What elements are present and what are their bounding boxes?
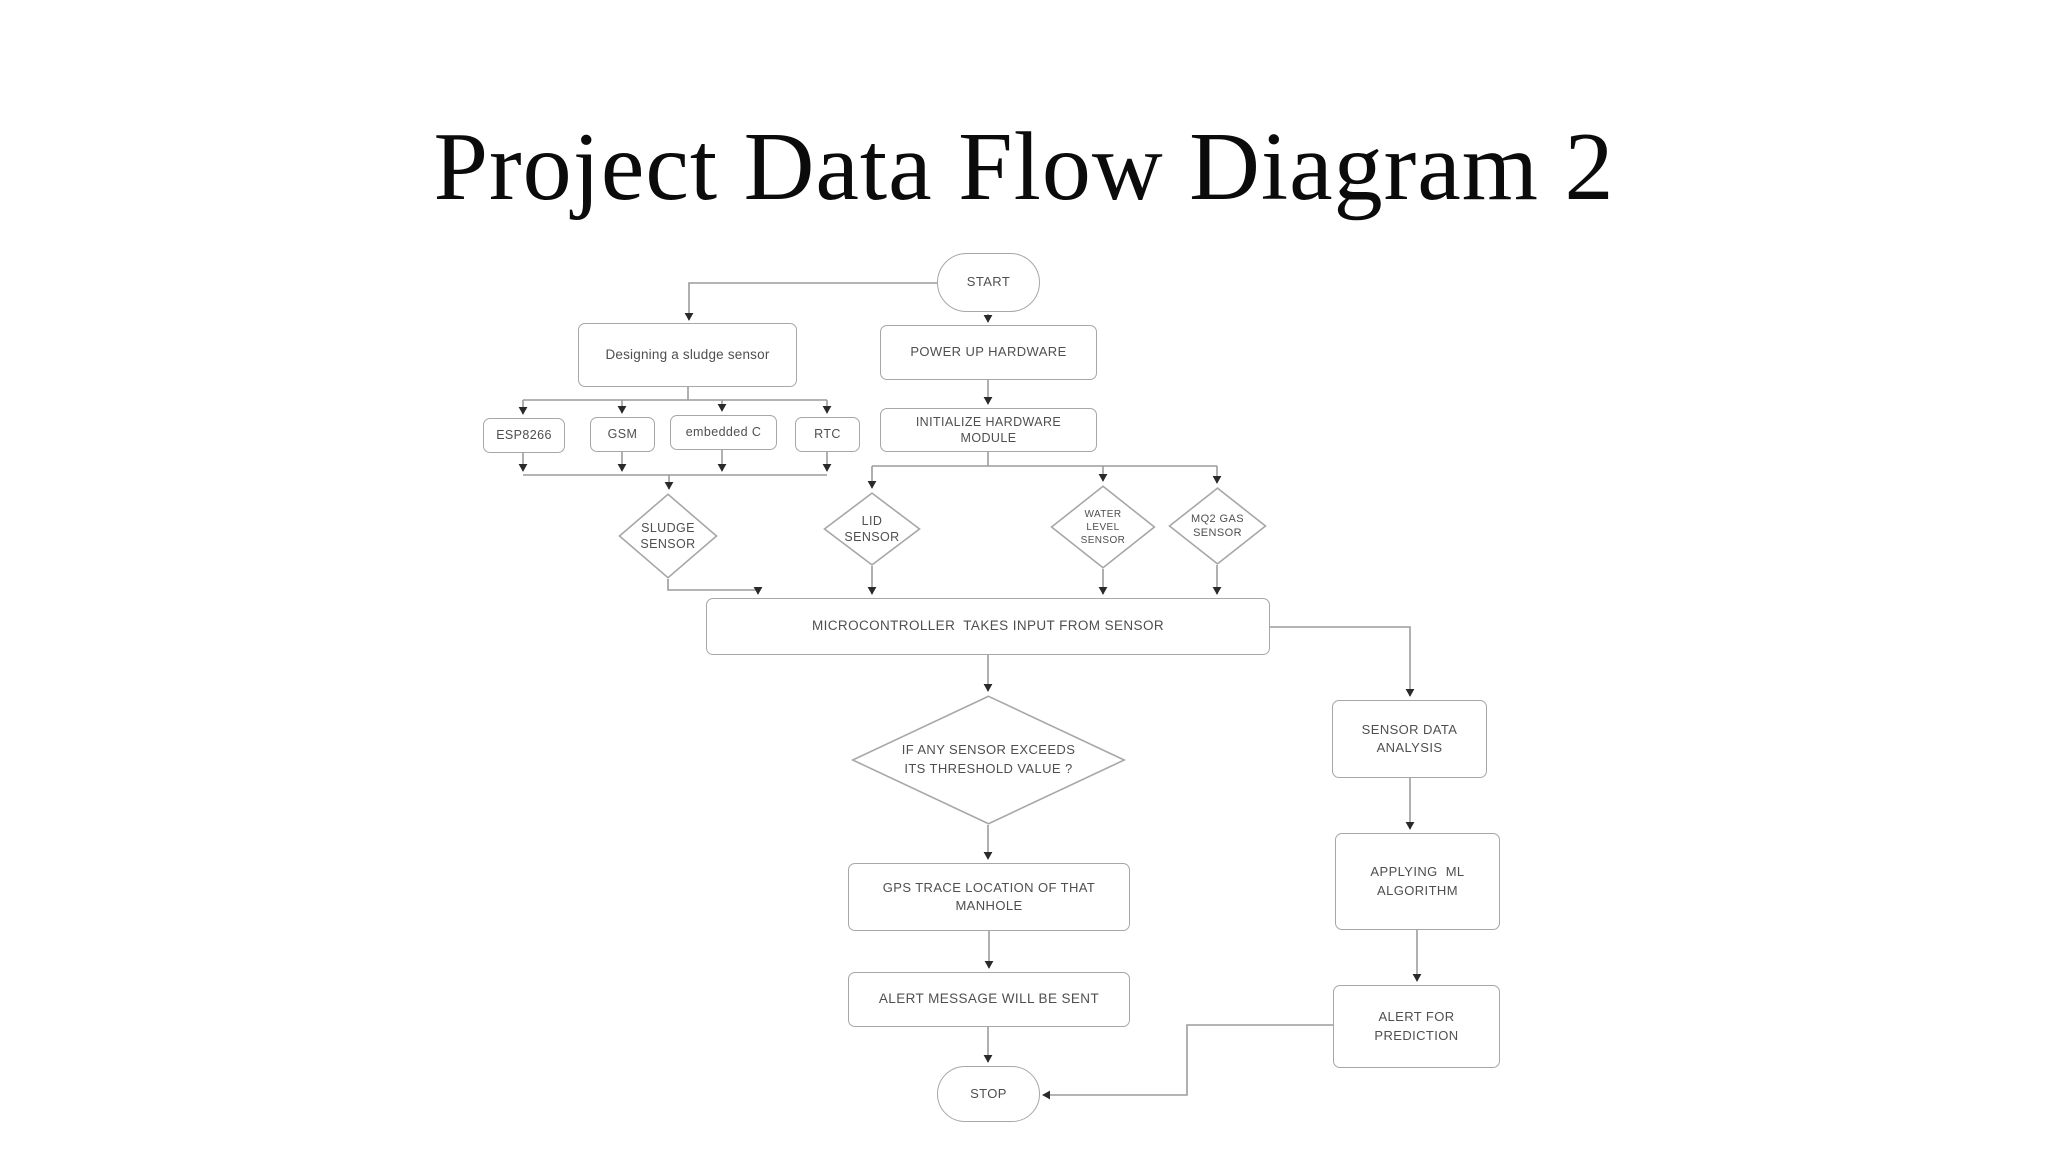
diamond-shape: [850, 695, 1127, 825]
node-rtc: RTC: [795, 417, 860, 452]
node-alert-prediction-label: ALERT FOR PREDICTION: [1374, 1009, 1459, 1043]
diamond-shape: [1168, 487, 1267, 565]
edge-alert-prediction-to-stop: [1042, 1024, 1333, 1100]
diamond-shape: [1050, 485, 1156, 569]
node-initialize-hardware: INITIALIZE HARDWARE MODULE: [880, 408, 1097, 452]
node-designing-label: Designing a sludge sensor: [605, 346, 770, 362]
node-alert-prediction: ALERT FOR PREDICTION: [1333, 985, 1500, 1068]
edge-sludge-to-microcontroller: [667, 579, 763, 595]
node-water-level-label: WATER LEVEL SENSOR: [1080, 508, 1126, 546]
node-start: START: [937, 253, 1040, 312]
node-sludge-sensor: SLUDGE SENSOR: [618, 493, 718, 579]
node-alert-message: ALERT MESSAGE WILL BE SENT: [848, 972, 1130, 1027]
node-applying-ml-label: APPLYING ML ALGORITHM: [1370, 864, 1465, 898]
node-sensor-data-analysis: SENSOR DATA ANALYSIS: [1332, 700, 1487, 778]
node-stop-label: STOP: [970, 1085, 1007, 1101]
node-designing-sludge-sensor: Designing a sludge sensor: [578, 323, 797, 387]
node-esp8266: ESP8266: [483, 418, 565, 453]
node-sludge-label: SLUDGE SENSOR: [640, 520, 696, 551]
node-power-up-label: POWER UP HARDWARE: [910, 344, 1067, 360]
node-water-level-sensor: WATER LEVEL SENSOR: [1050, 485, 1156, 569]
node-power-up-hardware: POWER UP HARDWARE: [880, 325, 1097, 380]
node-rtc-label: RTC: [814, 426, 841, 441]
node-sensor-data-label: SENSOR DATA ANALYSIS: [1361, 721, 1458, 755]
node-lid-label: LID SENSOR: [844, 513, 900, 544]
node-stop: STOP: [937, 1066, 1040, 1122]
edge-start-to-designing: [684, 282, 937, 321]
page-title: Project Data Flow Diagram 2: [433, 113, 1615, 221]
node-initialize-label: INITIALIZE HARDWARE MODULE: [915, 414, 1062, 445]
node-gps-trace: GPS TRACE LOCATION OF THAT MANHOLE: [848, 863, 1130, 931]
node-lid-sensor: LID SENSOR: [823, 492, 921, 566]
node-embedded-c: embedded C: [670, 415, 777, 450]
node-threshold-decision: IF ANY SENSOR EXCEEDS ITS THRESHOLD VALU…: [850, 695, 1127, 825]
node-esp8266-label: ESP8266: [496, 427, 552, 442]
node-gsm-label: GSM: [607, 426, 638, 441]
node-gps-label: GPS TRACE LOCATION OF THAT MANHOLE: [882, 879, 1096, 913]
node-mq2-gas-sensor: MQ2 GAS SENSOR: [1168, 487, 1267, 565]
node-mq2-label: MQ2 GAS SENSOR: [1191, 512, 1244, 539]
node-gsm: GSM: [590, 417, 655, 452]
diamond-shape: [618, 493, 718, 579]
node-start-label: START: [966, 274, 1011, 290]
node-embedded-c-label: embedded C: [685, 424, 762, 439]
diamond-shape: [823, 492, 921, 566]
node-alert-message-label: ALERT MESSAGE WILL BE SENT: [878, 991, 1100, 1007]
node-microcontroller: MICROCONTROLLER TAKES INPUT FROM SENSOR: [706, 598, 1270, 655]
node-microcontroller-label: MICROCONTROLLER TAKES INPUT FROM SENSOR: [811, 618, 1165, 634]
node-applying-ml: APPLYING ML ALGORITHM: [1335, 833, 1500, 930]
edge-microcontroller-to-sensor-data: [1270, 626, 1415, 697]
node-threshold-label: IF ANY SENSOR EXCEEDS ITS THRESHOLD VALU…: [901, 742, 1076, 776]
